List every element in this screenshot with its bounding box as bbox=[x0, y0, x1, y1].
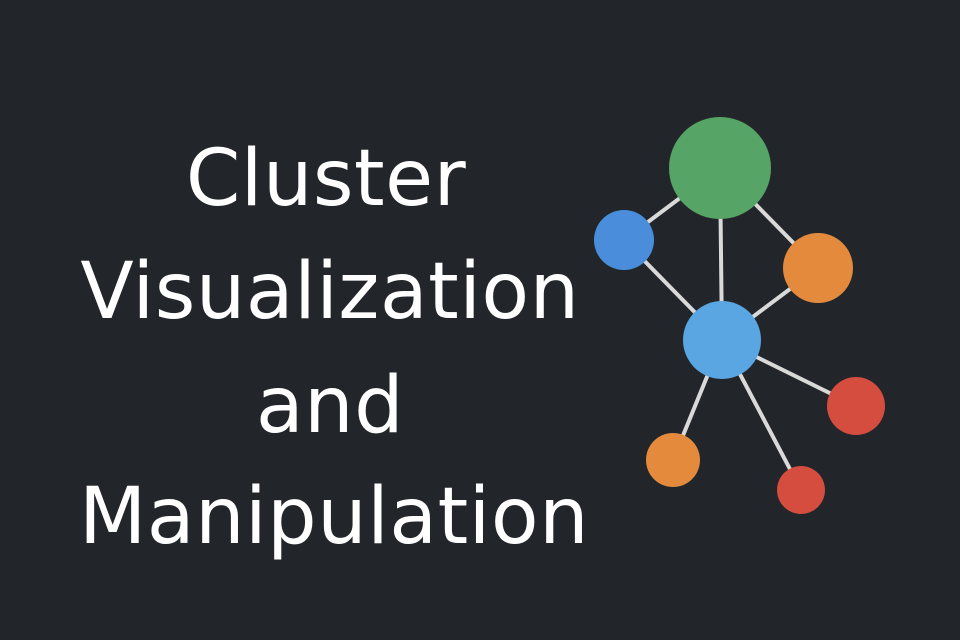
node-red-bottom bbox=[777, 466, 825, 514]
node-orange-bottom-left bbox=[646, 433, 700, 487]
title-line-4: Manipulation bbox=[78, 472, 590, 562]
graph-nodes bbox=[594, 117, 885, 514]
title-line-2: Visualization bbox=[80, 247, 580, 337]
node-orange-right bbox=[783, 233, 853, 303]
node-green-top bbox=[669, 117, 771, 219]
cluster-graph-illustration bbox=[594, 117, 885, 514]
node-blue-left bbox=[594, 210, 654, 270]
node-red-right bbox=[827, 377, 885, 435]
node-blue-center bbox=[683, 301, 761, 379]
title-line-1: Cluster bbox=[185, 134, 467, 224]
title-line-3: and bbox=[255, 361, 405, 451]
